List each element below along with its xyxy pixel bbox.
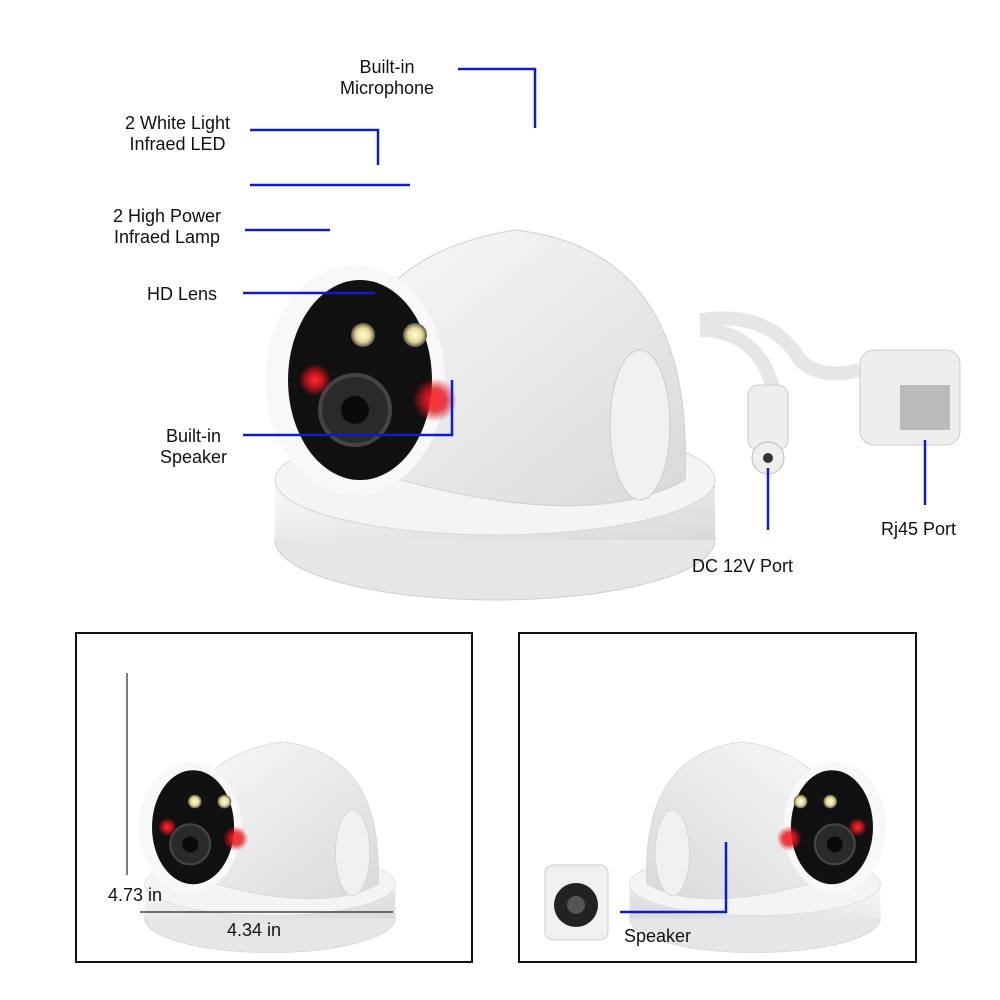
rj45-port-label: Rj45 Port [881,519,957,539]
leader-lines [243,67,927,530]
cable [699,311,862,381]
speaker-detail-label: Speaker [624,926,692,946]
hd-lens-label: HD Lens [147,284,218,304]
dimensions-panel [75,632,473,963]
rear-view-camera-image [544,740,888,954]
width-dimension: 4.34 in [227,920,282,940]
dc-port-connector [747,384,789,451]
height-dimension: 4.73 in [108,885,163,905]
speaker-panel [518,632,917,963]
dc-port-label: DC 12V Port [692,556,794,576]
front-view-camera-image [126,673,397,954]
main-camera-image [263,228,961,602]
